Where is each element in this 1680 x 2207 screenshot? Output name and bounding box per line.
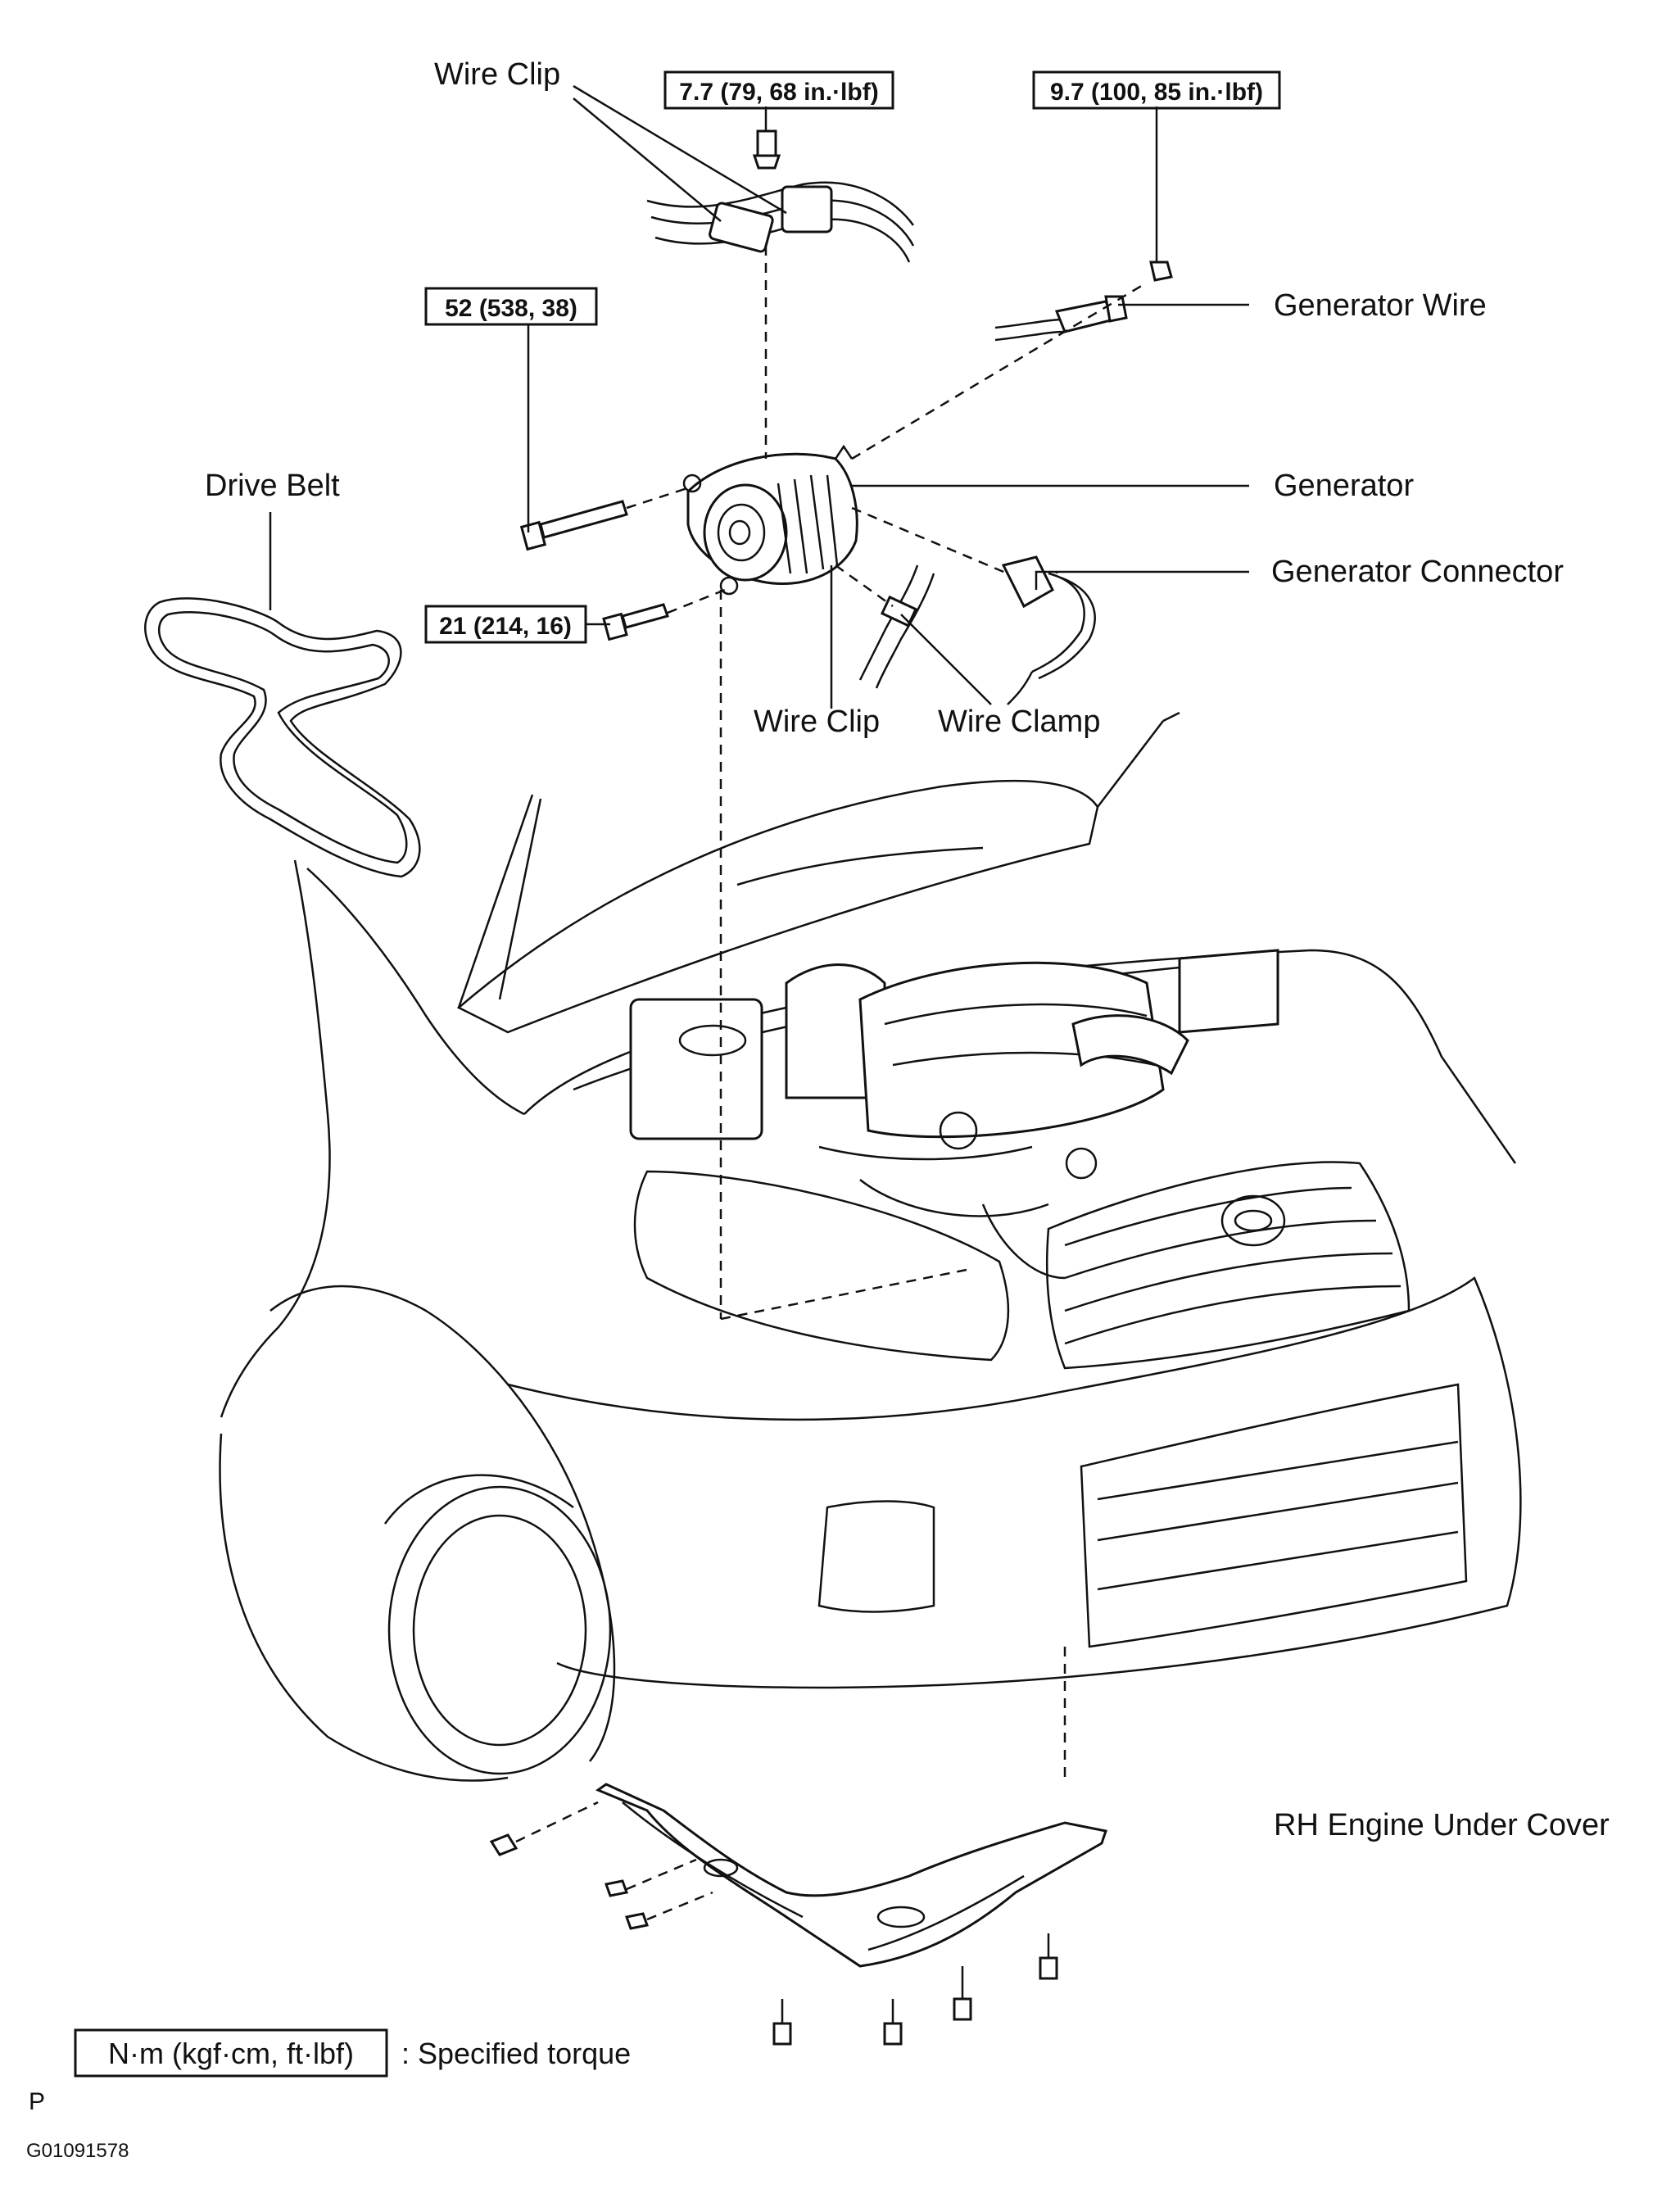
svg-text:7.7 (79, 68 in.·lbf): 7.7 (79, 68 in.·lbf) [679, 79, 878, 106]
generator-connector-label: Generator Connector [1271, 555, 1564, 589]
under-cover-screws [489, 1833, 1058, 2046]
wire-harness-top [646, 129, 915, 263]
front-wheel [387, 1485, 612, 1775]
emblem [1220, 1194, 1286, 1247]
vehicle-fender [220, 859, 331, 1418]
leader-lines [269, 84, 1249, 709]
generator-wire-part [994, 261, 1173, 342]
figure-id: G01091578 [26, 2140, 129, 2162]
footer-marker: P [29, 2088, 45, 2115]
generator-lower-bolt [602, 603, 669, 641]
generator-part [682, 444, 858, 596]
vehicle-hood [456, 779, 1099, 1034]
torque-legend: N·m (kgf·cm, ft·lbf) : Specified torque [74, 2028, 631, 2078]
torque-box-generator-wire-nut: 9.7 (100, 85 in.·lbf) [1032, 70, 1281, 110]
wire-clip-top-label: Wire Clip [434, 57, 560, 92]
generator-label: Generator [1274, 469, 1414, 503]
under-cover-panel [595, 1783, 1107, 1968]
torque-box-wire-clip-bolt: 7.7 (79, 68 in.·lbf) [663, 70, 894, 110]
assembly-guide-lines [515, 246, 1148, 1921]
vehicle-front-illustration [219, 711, 1522, 1782]
generator-wire-label: Generator Wire [1274, 288, 1487, 323]
generator-upper-bolt [519, 500, 628, 551]
headlight [633, 1170, 1010, 1362]
drive-belt [144, 597, 421, 878]
wire-clamp-part [858, 564, 935, 689]
drive-belt-label: Drive Belt [205, 469, 340, 503]
legend-meaning: : Specified torque [401, 2037, 631, 2070]
generator-pulley [703, 483, 788, 582]
svg-text:9.7 (100, 85 in.·lbf): 9.7 (100, 85 in.·lbf) [1050, 79, 1263, 106]
rh-engine-under-cover-part [489, 1783, 1107, 2046]
generator-connector-part [1001, 555, 1096, 705]
legend-unit-box: N·m (kgf·cm, ft·lbf) [108, 2037, 354, 2070]
wire-clamp-label: Wire Clamp [938, 705, 1100, 739]
front-bumper [507, 1276, 1522, 1689]
svg-text:52 (538, 38): 52 (538, 38) [445, 295, 577, 322]
svg-text:21 (214, 16): 21 (214, 16) [439, 613, 572, 640]
rh-engine-under-cover-label: RH Engine Under Cover [1274, 1808, 1610, 1842]
torque-box-generator-lower-bolt: 21 (214, 16) [424, 605, 587, 644]
wire-clip-bottom-label: Wire Clip [754, 705, 880, 739]
torque-box-generator-upper-bolt: 52 (538, 38) [424, 287, 598, 326]
front-grille [1045, 1161, 1411, 1370]
drive-belt-part [144, 597, 421, 878]
